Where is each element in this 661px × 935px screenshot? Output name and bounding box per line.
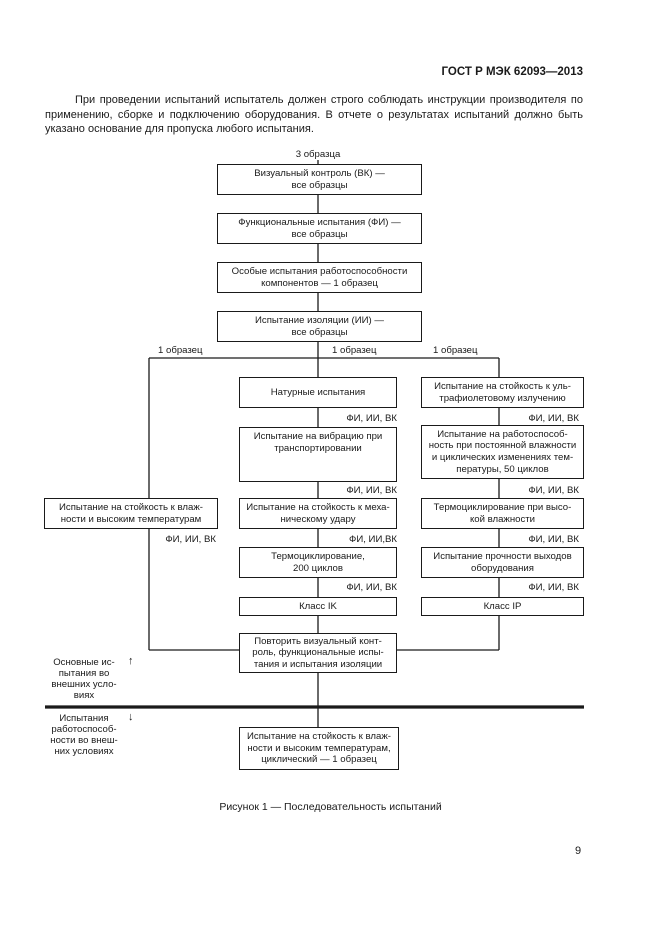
middle-after-4: ФИ, ИИ, ВК <box>346 582 397 593</box>
middle-after-3: ФИ, ИИ,ВК <box>349 534 397 545</box>
arrow-down-icon: ↓ <box>128 711 134 723</box>
middle-box-1: Натурные испытания <box>239 377 397 408</box>
right-box-4: Испытание прочности выходов оборудования <box>421 547 584 578</box>
insulation-test-box: Испытание изоляции (ИИ) — все образцы <box>217 311 422 342</box>
repeat-tests-box: Повторить визуальный конт- роль, функцио… <box>239 633 397 673</box>
figure-caption: Рисунок 1 — Последовательность испытаний <box>219 801 442 813</box>
right-after-1: ФИ, ИИ, ВК <box>528 413 579 424</box>
middle-box-3: Испытание на стойкость к меха- ническому… <box>239 498 397 529</box>
right-after-3: ФИ, ИИ, ВК <box>528 534 579 545</box>
special-test-box: Особые испытания работоспособности компо… <box>217 262 422 293</box>
right-box-3: Термоциклирование при высо- кой влажност… <box>421 498 584 529</box>
samples-top-label: 3 образца <box>295 149 341 160</box>
middle-after-1: ФИ, ИИ, ВК <box>346 413 397 424</box>
branch-label-left: 1 образец <box>158 345 203 356</box>
left-humidity-box: Испытание на стойкость к влаж- ности и в… <box>44 498 218 529</box>
middle-after-2: ФИ, ИИ, ВК <box>346 485 397 496</box>
right-after-2: ФИ, ИИ, ВК <box>528 485 579 496</box>
right-box-2: Испытание на работоспособ- ность при пос… <box>421 425 584 479</box>
intro-paragraph: При проведении испытаний испытатель долж… <box>45 94 583 136</box>
final-cyclic-test-box: Испытание на стойкость к влаж- ности и в… <box>239 727 399 770</box>
page-number: 9 <box>575 845 582 857</box>
class-ik-box: Класс IK <box>239 597 397 616</box>
middle-box-4: Термоциклирование, 200 циклов <box>239 547 397 578</box>
side-label-outdoor: Основные ис- пытания во внешних усло- ви… <box>51 657 117 701</box>
right-after-4: ФИ, ИИ, ВК <box>528 582 579 593</box>
middle-box-2: Испытание на вибрацию при транспортирова… <box>239 427 397 482</box>
branch-label-middle: 1 образец <box>332 345 377 356</box>
visual-inspection-box: Визуальный контроль (ВК) — все образцы <box>217 164 422 195</box>
arrow-up-icon: ↑ <box>128 655 134 667</box>
side-label-operational: Испытания работоспособ- ности во внеш- н… <box>50 713 118 757</box>
class-ip-box: Класс IP <box>421 597 584 616</box>
document-header: ГОСТ Р МЭК 62093—2013 <box>441 66 583 78</box>
branch-label-right: 1 образец <box>433 345 478 356</box>
left-after-label: ФИ, ИИ, ВК <box>165 534 216 545</box>
right-box-1: Испытание на стойкость к уль- трафиолето… <box>421 377 584 408</box>
functional-test-box: Функциональные испытания (ФИ) — все обра… <box>217 213 422 244</box>
